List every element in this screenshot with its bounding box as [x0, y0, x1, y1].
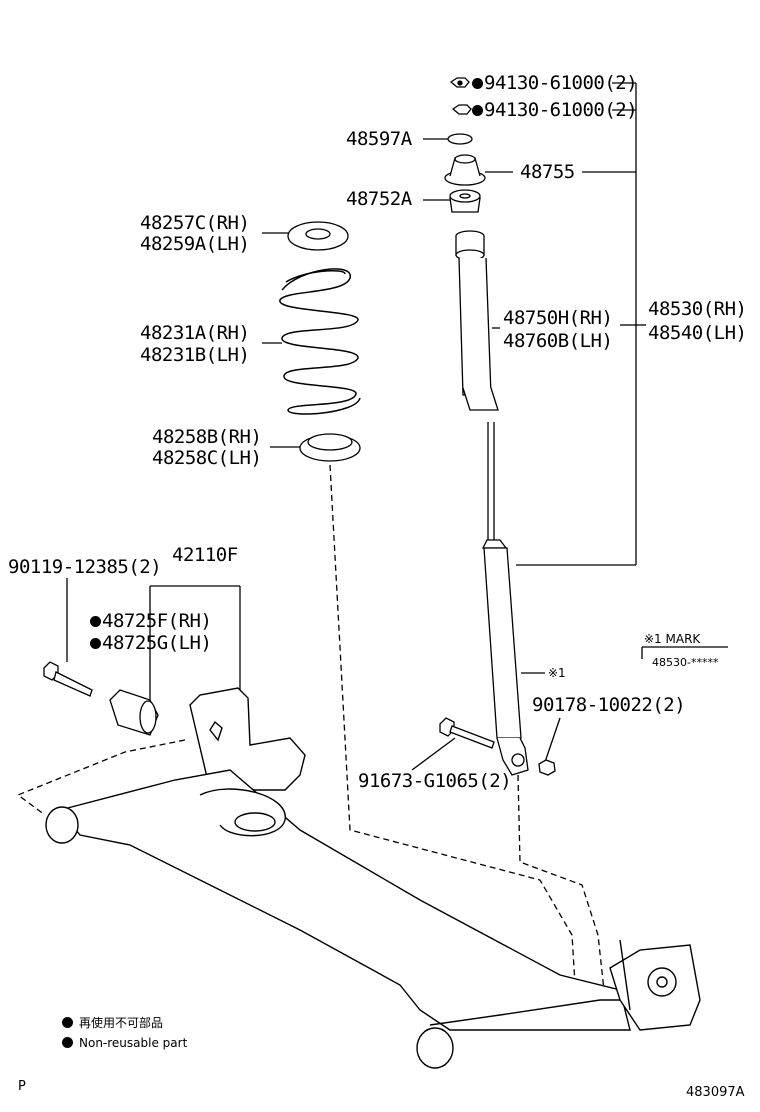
dashed-guides — [16, 464, 605, 1001]
mark-symbol-label: ※1 — [548, 666, 566, 680]
part-label-insulator-lower-rh: 48258B(RH) — [152, 426, 262, 448]
part-label-bolt-front: 90119-12385(2) — [8, 556, 162, 578]
part-label-insulator-lower-lh: 48258C(LH) — [152, 447, 262, 469]
part-label-spring-lh: 48231B(LH) — [140, 344, 250, 366]
axle-beam — [45, 687, 701, 1069]
shock-absorber — [455, 230, 529, 776]
part-label-absorber-lh: 48540(LH) — [648, 322, 747, 344]
legend-jp: 再使用不可部品 — [62, 1016, 163, 1030]
part-label-nut-top-1: 94130-61000(2) — [472, 72, 638, 94]
part-label-absorber-rh: 48530(RH) — [648, 298, 747, 320]
non-reusable-dot — [472, 105, 483, 116]
shock-support — [444, 154, 486, 186]
shock-bushing — [449, 189, 481, 213]
part-label-axle-beam: 42110F — [172, 544, 238, 566]
front-bolt — [43, 661, 93, 697]
part-label-bush-rh: 48725F(RH) — [90, 610, 212, 632]
part-label-bumper-rh: 48750H(RH) — [503, 307, 613, 329]
part-label-nut-top-2: 94130-61000(2) — [472, 99, 638, 121]
part-label-insulator-upper-lh: 48259A(LH) — [140, 233, 250, 255]
mark-box-title: ※1 MARK — [644, 632, 701, 646]
mark-box-code: 48530-***** — [652, 656, 719, 669]
legend-en: Non-reusable part — [62, 1036, 187, 1050]
drawing-id: 483097A — [686, 1085, 745, 1100]
lower-nut — [538, 759, 556, 776]
legend-dot-icon — [62, 1017, 73, 1028]
axle-bushing — [109, 689, 159, 736]
part-label-washer: 48597A — [346, 128, 412, 150]
top-nut-2 — [451, 104, 472, 115]
legend-dot-icon — [62, 1037, 73, 1048]
lower-bolt — [439, 717, 495, 749]
non-reusable-dot — [472, 78, 483, 89]
page-letter: P — [18, 1079, 26, 1094]
part-label-spring-rh: 48231A(RH) — [140, 322, 250, 344]
part-label-bumper-lh: 48760B(LH) — [503, 330, 613, 352]
part-label-nut-lower: 90178-10022(2) — [532, 694, 686, 716]
top-nut-1 — [449, 77, 470, 88]
washer-part — [447, 133, 473, 145]
part-label-bolt-lower: 91673-G1065(2) — [358, 770, 512, 792]
part-label-insulator-upper-rh: 48257C(RH) — [140, 212, 250, 234]
coil-spring — [279, 268, 361, 415]
upper-insulator — [287, 221, 349, 251]
non-reusable-dot — [90, 638, 101, 649]
non-reusable-dot — [90, 616, 101, 627]
part-label-bushing: 48752A — [346, 188, 412, 210]
lower-insulator — [299, 433, 361, 462]
part-label-support: 48755 — [520, 161, 575, 183]
part-label-bush-lh: 48725G(LH) — [90, 632, 212, 654]
